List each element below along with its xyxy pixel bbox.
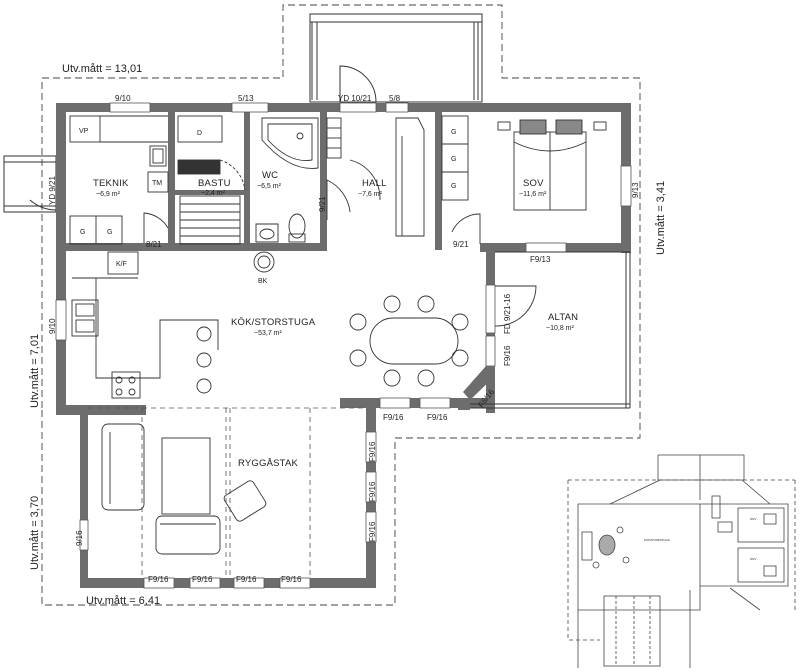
room-kok-name: KÖK/STORSTUGA <box>231 317 316 328</box>
room-wc-name: WC <box>262 170 278 181</box>
fixture-labels: VP TM K/F BK D G G G G G <box>79 128 456 285</box>
opening-label: F9/16 <box>383 413 404 422</box>
opening-label: F9/13 <box>530 255 551 264</box>
opening-label: F9/16 <box>427 413 448 422</box>
opening-label: YD 10/21 <box>338 94 372 103</box>
opening-label: F9/16 <box>148 575 169 584</box>
thumbnail-label: SOV <box>750 517 756 521</box>
fixture-g-label: G <box>451 129 456 136</box>
room-labels: TEKNIK ~6,9 m² BASTU ~2,4 m² WC ~6,5 m² … <box>93 170 578 469</box>
fixture-g-label: G <box>451 183 456 190</box>
room-sov-area: ~11,6 m² <box>519 191 547 198</box>
room-bastu-name: BASTU <box>198 178 231 189</box>
dimension-right: Utv.mått = 3,41 <box>655 181 667 255</box>
opening-label: 9/21 <box>453 240 469 249</box>
fixture-g-label: G <box>80 229 85 236</box>
room-teknik-name: TEKNIK <box>93 178 129 189</box>
opening-label: F9/16 <box>281 575 302 584</box>
thumbnail-labels: KÖK/STORSTUGA SOV SOV <box>644 517 756 561</box>
opening-label: F9/16 <box>192 575 213 584</box>
opening-label: 9/10 <box>48 318 57 334</box>
opening-label: F9/16 <box>503 345 512 366</box>
opening-label: F9/16 <box>236 575 257 584</box>
fixtures <box>69 115 607 555</box>
room-hall-name: HALL <box>362 178 387 189</box>
room-altan-area: ~10,8 m² <box>546 325 574 332</box>
room-hall-area: ~7,6 m² <box>358 191 383 198</box>
opening-label: YD 9/21 <box>48 176 57 205</box>
thumbnail-label: KÖK/STORSTUGA <box>644 538 670 542</box>
fixture-tm-label: TM <box>152 180 162 187</box>
ryggastak-beams <box>88 407 366 578</box>
dimension-left-bottom: Utv.mått = 3,70 <box>29 496 41 570</box>
fixture-kf-label: K/F <box>116 261 127 268</box>
opening-label: 9/16 <box>75 530 84 546</box>
dimension-top: Utv.mått = 13,01 <box>62 63 142 75</box>
opening-label: 9/10 <box>115 94 131 103</box>
fixture-g-label: G <box>107 229 112 236</box>
room-teknik-area: ~6,9 m² <box>96 191 121 198</box>
dimension-labels: Utv.mått = 13,01 Utv.mått = 3,41 Utv.måt… <box>29 63 667 607</box>
opening-label: 5/8 <box>389 94 401 103</box>
opening-label: FD 9/21-16 <box>503 293 512 334</box>
opening-label: F9/16 <box>368 481 377 502</box>
dimension-bottom: Utv.mått = 6,41 <box>86 595 160 607</box>
room-kok-area: ~53,7 m² <box>254 330 282 337</box>
altan-outline <box>470 251 631 409</box>
fixture-g-label: G <box>451 156 456 163</box>
opening-label: 9/21 <box>318 196 327 212</box>
fixture-bk-label: BK <box>258 278 268 285</box>
bay-window <box>458 366 495 410</box>
opening-label: 9/13 <box>631 182 640 198</box>
dimension-left-mid: Utv.mått = 7,01 <box>29 334 41 408</box>
thumbnail-label: SOV <box>750 557 756 561</box>
opening-label: 5/13 <box>238 94 254 103</box>
opening-label: F9/16 <box>368 441 377 462</box>
windows <box>55 102 632 589</box>
opening-labels: 9/10 5/13 YD 10/21 5/8 YD 9/21 8/21 9/21… <box>48 94 640 584</box>
opening-label: F9/16 <box>368 521 377 542</box>
room-bastu-area: ~2,4 m² <box>201 190 226 197</box>
room-altan-name: ALTAN <box>548 312 578 323</box>
room-sov-name: SOV <box>523 178 544 189</box>
upper-floor-thumbnail <box>567 454 796 668</box>
roof-outline <box>41 4 641 606</box>
room-ryggastak-name: RYGGÅSTAK <box>238 458 299 469</box>
room-wc-area: ~6,5 m² <box>257 183 282 190</box>
entrance-porch <box>309 13 483 103</box>
fixture-vp-label: VP <box>79 128 89 135</box>
opening-label: 8/21 <box>146 240 162 249</box>
fixture-d-label: D <box>197 130 202 137</box>
